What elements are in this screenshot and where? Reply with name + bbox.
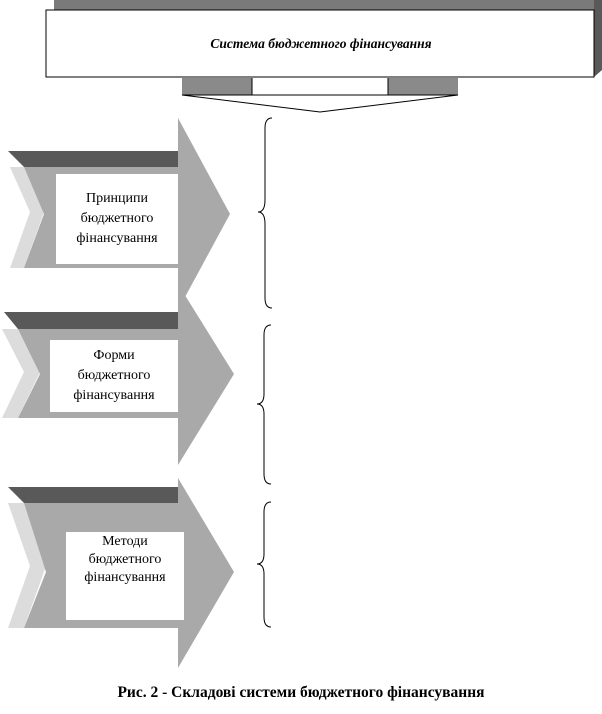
title-arrow-shadow-right [388, 78, 458, 95]
component-chevron-1 [8, 118, 230, 310]
chevron-light-edge-2 [2, 329, 40, 418]
curly-brace-3 [256, 501, 272, 628]
title-arrow-shadow-left [182, 78, 252, 95]
component-label-principles: Принципи бюджетного фінансування [76, 191, 158, 246]
chevron-light-edge-3 [8, 503, 46, 628]
component-box-1 [56, 174, 178, 264]
chevron-dark-band-3 [8, 487, 178, 503]
component-box-2 [50, 340, 178, 412]
title-box-shadow-top [54, 0, 594, 10]
component-label-forms: Форми бюджетного фінансування [73, 348, 155, 403]
title-box [45, 9, 595, 78]
chevron-dark-band-2 [4, 312, 178, 329]
figure-caption: Рис. 2 - Складові системи бюджетного фін… [117, 684, 485, 701]
curly-brace-2 [256, 324, 272, 485]
component-label-methods: Методи бюджетного фінансування [84, 534, 166, 585]
title-arrow-head [181, 94, 459, 113]
title-box-shadow-right [594, 0, 602, 77]
component-box-3 [66, 532, 184, 620]
chevron-dark-band-1 [8, 151, 178, 167]
chevron-light-edge-1 [10, 167, 44, 268]
component-chevron-2 [2, 284, 234, 465]
diagram-title: Система бюджетного фінансування [210, 36, 432, 51]
curly-brace-1 [257, 117, 273, 309]
component-chevron-3 [8, 478, 234, 668]
title-block [45, 0, 602, 113]
